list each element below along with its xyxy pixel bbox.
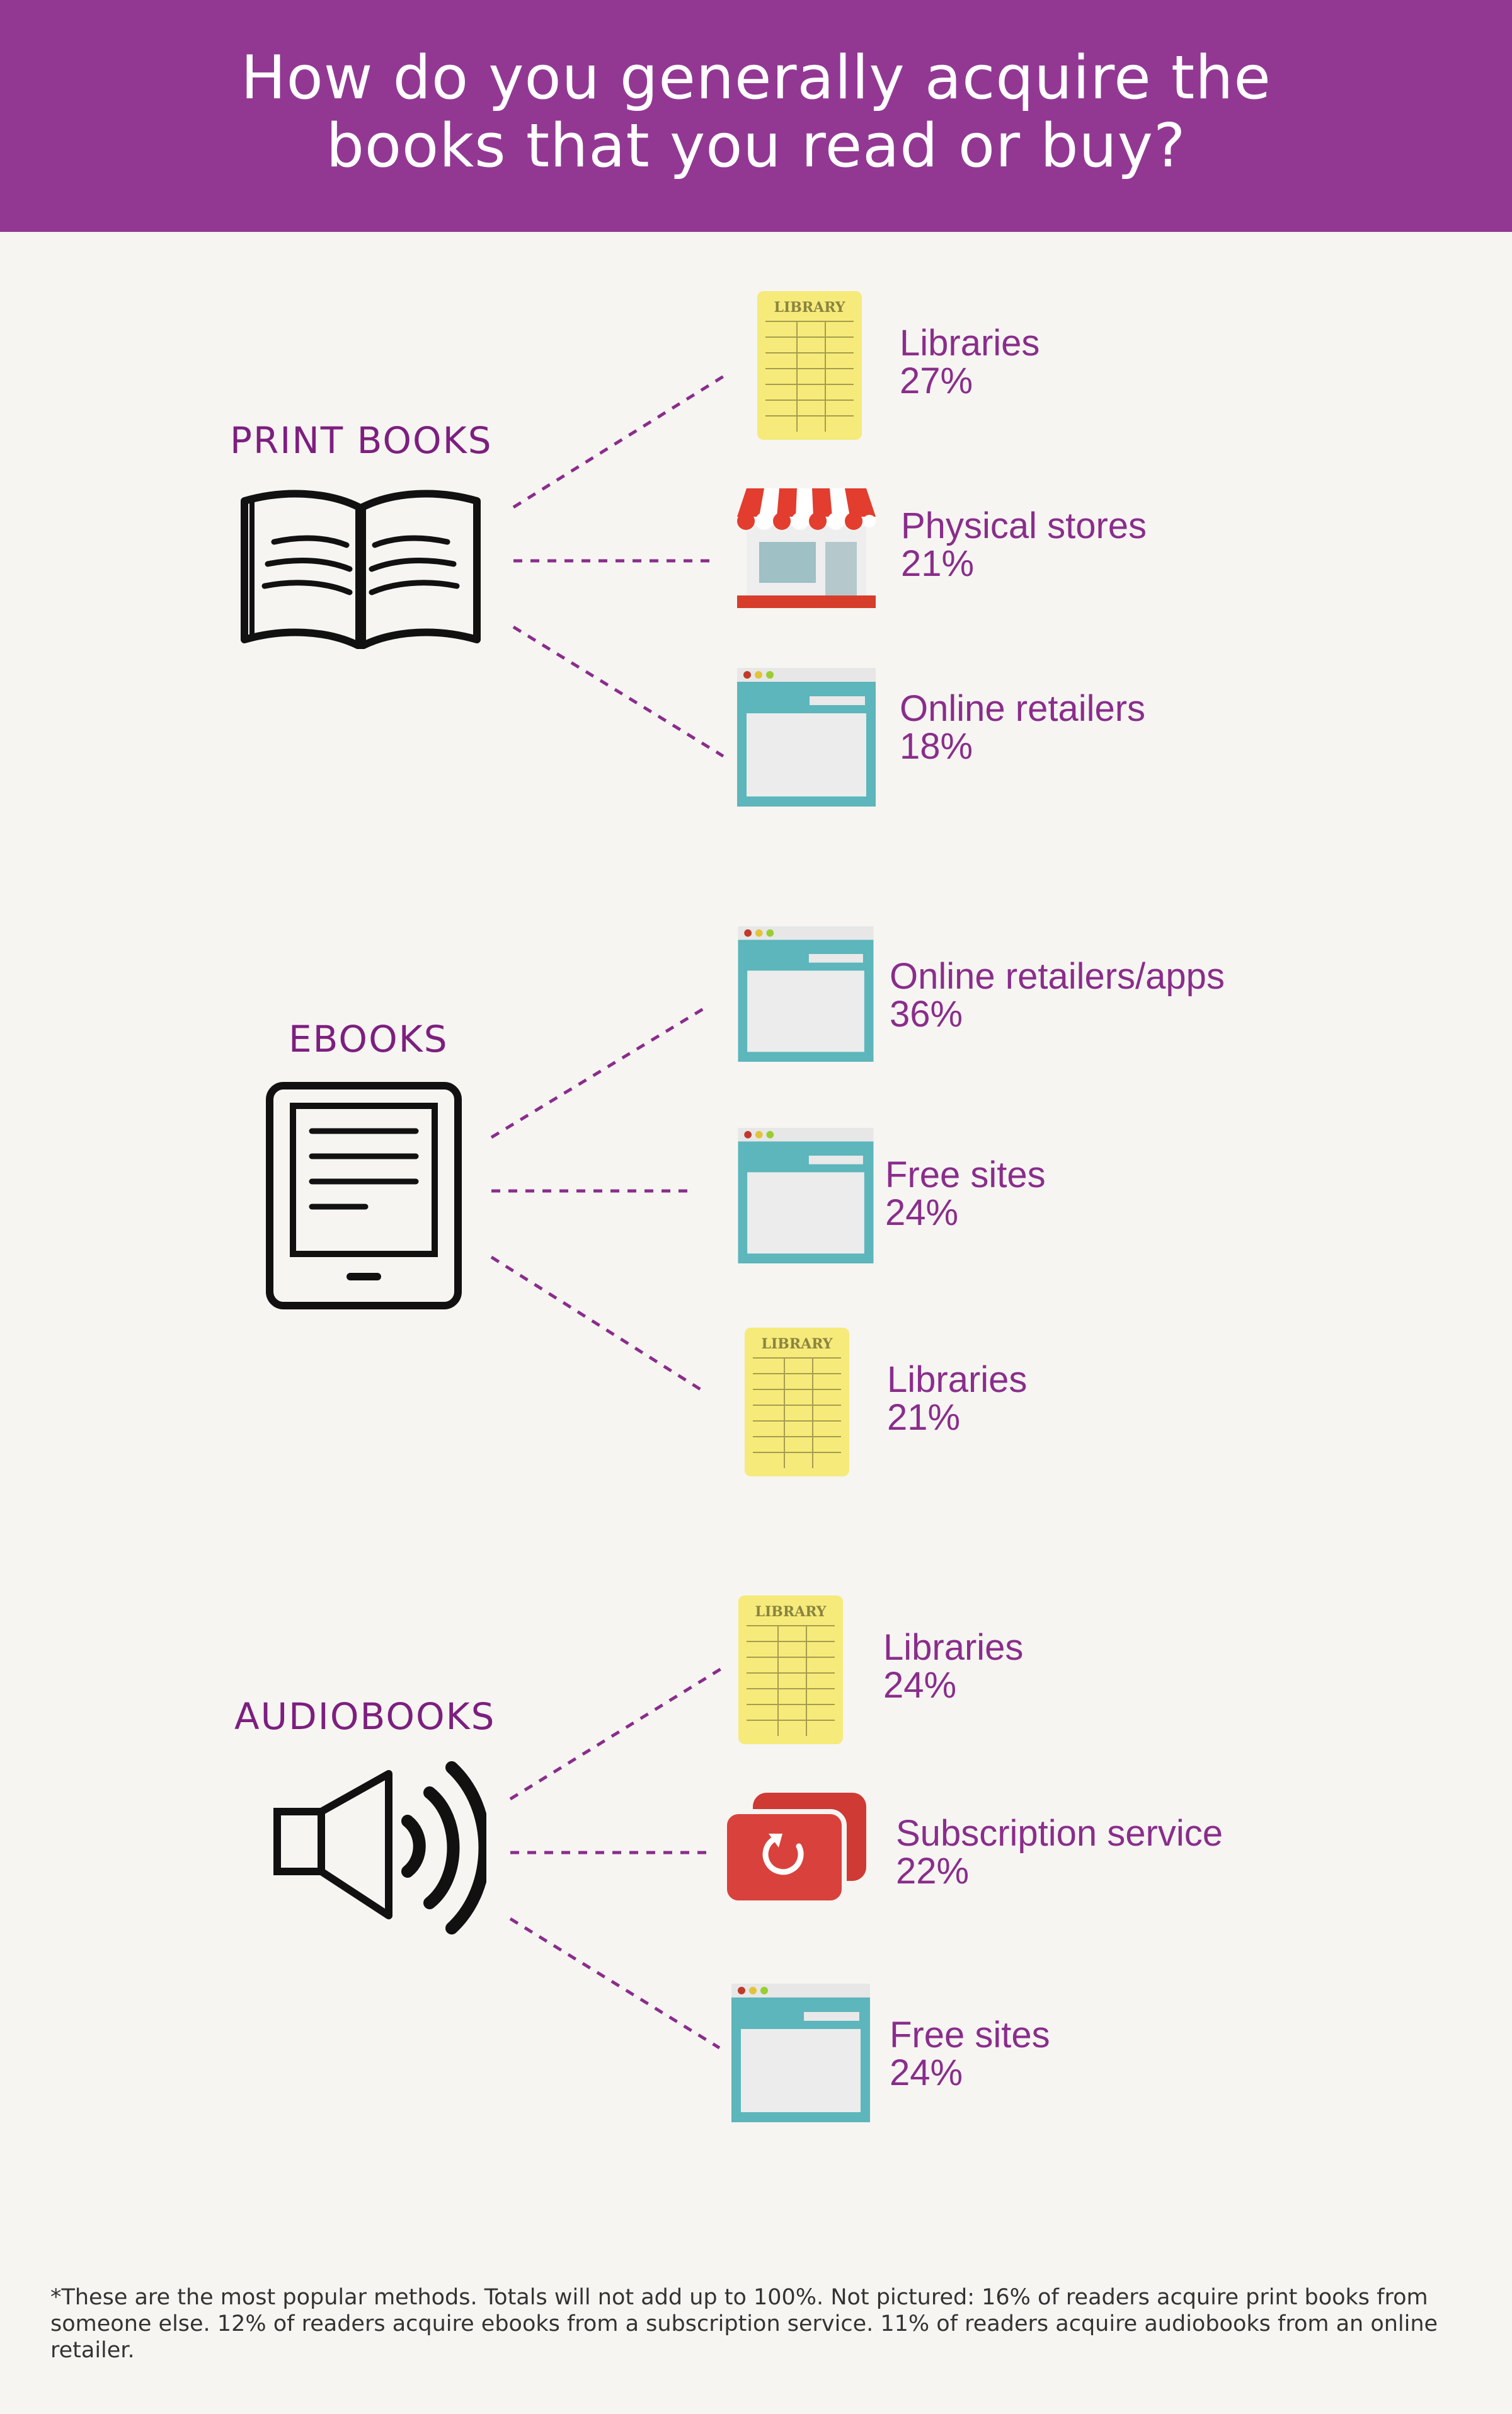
speaker-icon (273, 1761, 486, 1934)
item-label: Libraries (887, 1359, 1028, 1400)
item-label: Free sites (885, 1154, 1046, 1195)
item-ebooks-libraries: Libraries 21% (887, 1361, 1027, 1437)
item-value: 21% (901, 543, 975, 584)
library-card-icon: LIBRARY (738, 1595, 843, 1744)
browser-window-icon (731, 1984, 870, 2122)
library-card-label: LIBRARY (755, 1604, 826, 1620)
item-audio-subscription: Subscription service 22% (896, 1815, 1223, 1890)
item-label: Physical stores (901, 505, 1147, 546)
item-print-online: Online retailers 18% (900, 690, 1145, 766)
item-label: Online retailers (900, 688, 1146, 729)
item-value: 18% (900, 726, 973, 767)
item-label: Libraries (900, 323, 1040, 364)
item-value: 24% (883, 1665, 957, 1706)
item-value: 27% (900, 360, 973, 401)
item-audio-libraries: Libraries 24% (883, 1629, 1023, 1704)
library-card-icon: LIBRARY (745, 1328, 849, 1476)
connector-print-libraries (512, 373, 727, 509)
item-ebooks-free: Free sites 24% (885, 1156, 1046, 1232)
page-title-line-1: How do you generally acquire the (241, 43, 1271, 113)
connector-print-online (512, 625, 724, 758)
library-card-label: LIBRARY (774, 299, 845, 316)
browser-window-icon (738, 926, 874, 1062)
item-value: 24% (890, 2052, 963, 2093)
section-title-print-books: PRINT BOOKS (230, 419, 493, 462)
connector-audio-free (509, 1917, 721, 2050)
ereader-icon (266, 1082, 462, 1309)
item-label: Libraries (883, 1627, 1024, 1668)
item-label: Free sites (890, 2015, 1050, 2055)
library-card-label: LIBRARY (761, 1336, 832, 1352)
open-book-icon (241, 490, 481, 649)
section-title-ebooks: EBOOKS (289, 1018, 449, 1060)
item-label: Online retailers/apps (890, 956, 1225, 997)
subscription-icon (724, 1793, 866, 1905)
storefront-icon (737, 488, 876, 608)
browser-window-icon (738, 1128, 874, 1263)
footnote: *These are the most popular methods. Tot… (50, 2285, 1438, 2363)
connector-ebooks-online (490, 1006, 706, 1139)
header-banner: How do you generally acquire the books t… (0, 0, 1512, 232)
item-value: 24% (885, 1192, 959, 1233)
connector-ebooks-libraries (490, 1255, 702, 1391)
item-value: 36% (890, 994, 963, 1035)
item-value: 22% (896, 1851, 970, 1892)
item-audio-free: Free sites 24% (890, 2016, 1050, 2092)
item-label: Subscription service (896, 1813, 1223, 1854)
item-print-libraries: Libraries 27% (900, 325, 1040, 400)
item-ebooks-online: Online retailers/apps 36% (890, 958, 1225, 1033)
page-title: How do you generally acquire the books t… (0, 44, 1512, 180)
item-value: 21% (887, 1397, 961, 1438)
connector-audio-libraries (509, 1665, 726, 1801)
browser-window-icon (737, 668, 876, 807)
library-card-icon: LIBRARY (757, 291, 862, 440)
item-print-stores: Physical stores 21% (901, 507, 1147, 583)
page-title-line-2: books that you read or buy? (326, 112, 1186, 181)
section-title-audiobooks: AUDIOBOOKS (234, 1695, 496, 1738)
